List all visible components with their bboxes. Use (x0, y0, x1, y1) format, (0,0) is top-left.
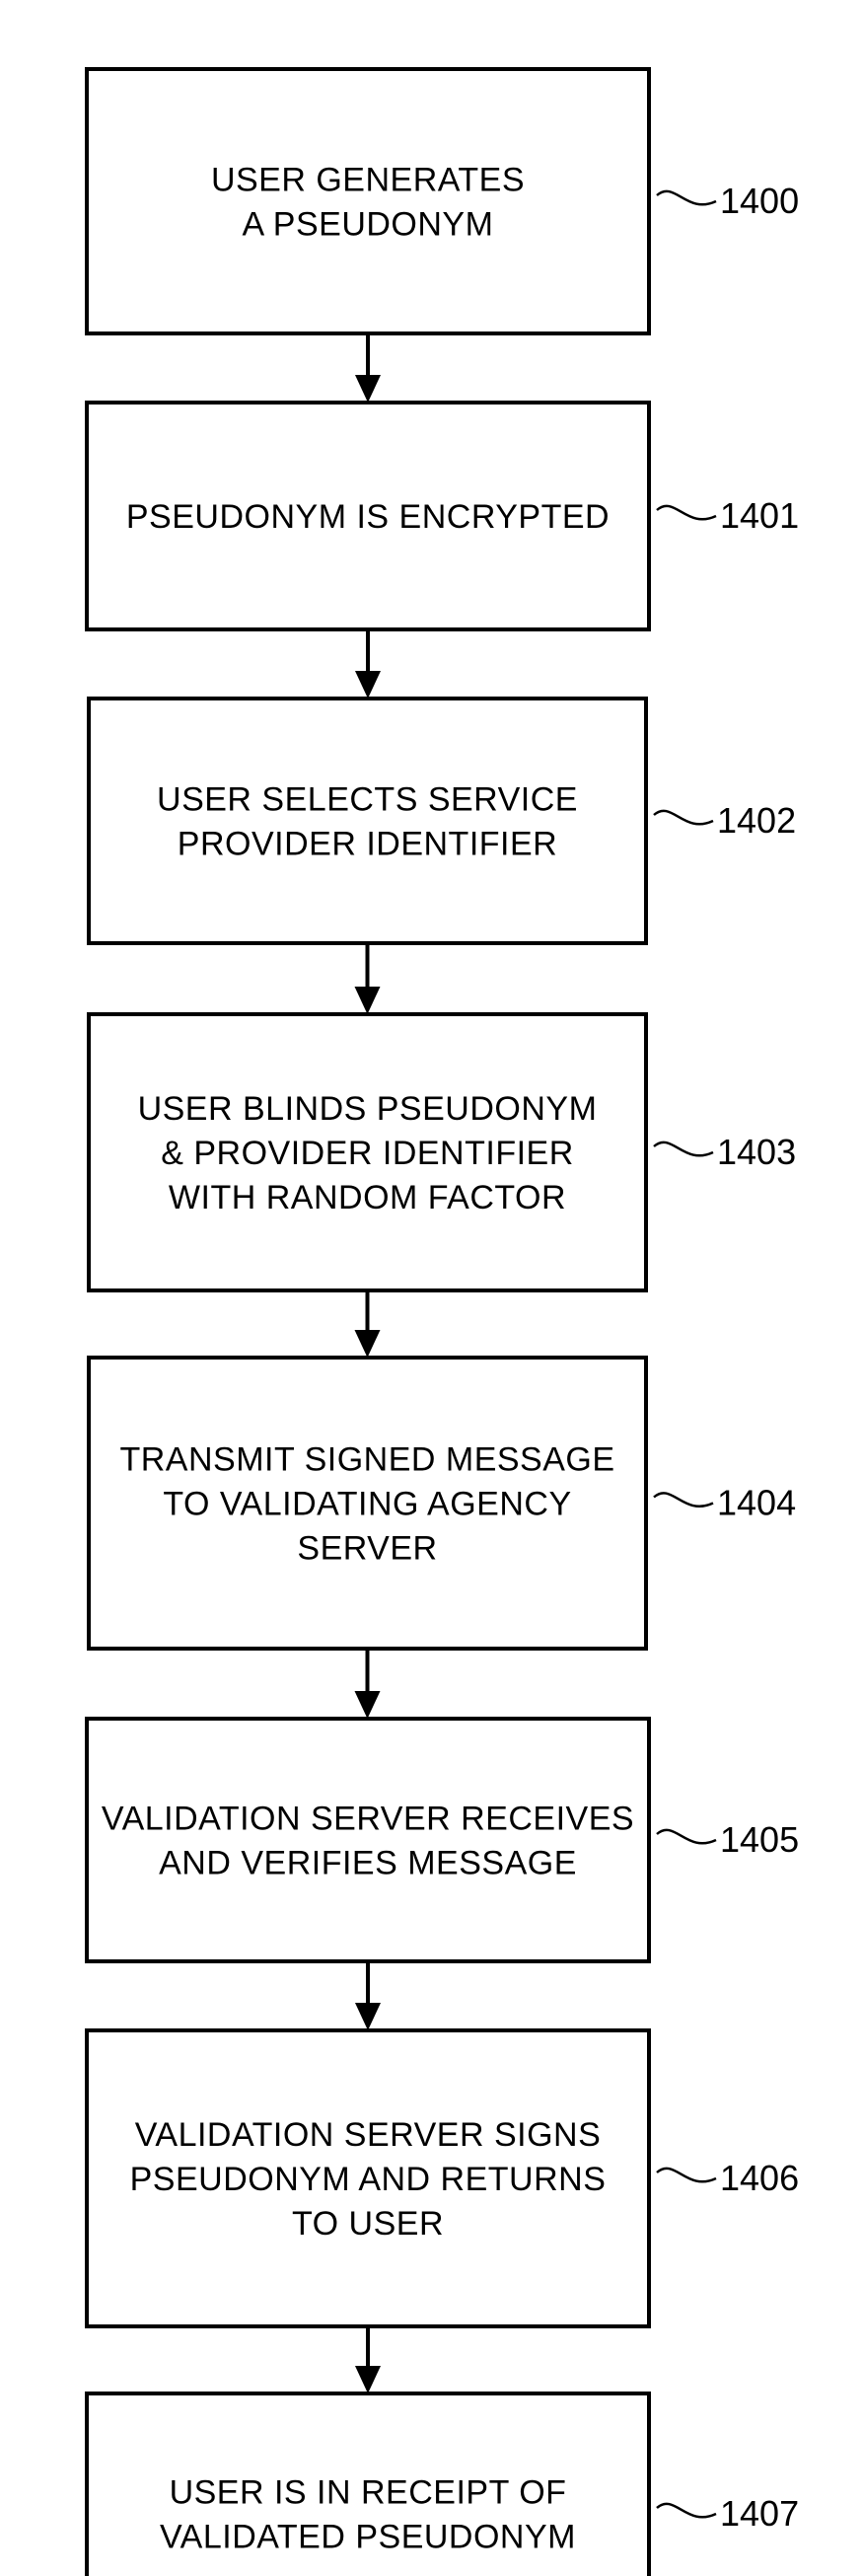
step-label-line: PSEUDONYM IS ENCRYPTED (126, 498, 610, 536)
step-label-line: VALIDATION SERVER SIGNS (135, 2116, 602, 2154)
reference-numeral: 1407 (720, 2493, 799, 2534)
step-label-line: A PSEUDONYM (243, 206, 494, 244)
arrow-head (355, 375, 381, 403)
step-label-line: AND VERIFIES MESSAGE (159, 1845, 577, 1882)
flow-arrow (354, 1649, 381, 1719)
leader-line (656, 504, 717, 521)
step-box-1406: VALIDATION SERVER SIGNS PSEUDONYM AND RET… (85, 2028, 651, 2328)
leader-line (656, 2167, 717, 2183)
step-box-1405: VALIDATION SERVER RECEIVES AND VERIFIES M… (85, 1717, 651, 1963)
arrow-head (354, 1330, 381, 1358)
step-box-1403: USER BLINDS PSEUDONYM & PROVIDER IDENTIFI… (87, 1012, 648, 1292)
arrow-head (355, 2003, 381, 2030)
step-box-border (85, 401, 651, 631)
step-label-line: USER IS IN RECEIPT OF (170, 2474, 567, 2512)
step-label-line: USER BLINDS PSEUDONYM (138, 1090, 598, 1128)
leader-line (653, 809, 714, 826)
step-label-line: SERVER (297, 1530, 437, 1568)
step-label-line: WITH RANDOM FACTOR (169, 1179, 566, 1216)
step-box-border (85, 2392, 651, 2576)
step-label-line: VALIDATION SERVER RECEIVES (102, 1801, 634, 1838)
step-box-1401: PSEUDONYM IS ENCRYPTED (85, 401, 651, 631)
step-label-line: PSEUDONYM AND RETURNS (130, 2161, 607, 2198)
flow-arrow (355, 629, 381, 699)
step-label-line: TRANSMIT SIGNED MESSAGE (119, 1441, 614, 1479)
flow-arrow (354, 1290, 381, 1358)
reference-numeral: 1402 (717, 800, 796, 841)
reference-numeral: 1405 (720, 1819, 799, 1860)
flow-arrow (355, 333, 381, 403)
flow-arrow (355, 2326, 381, 2393)
step-box-1407: USER IS IN RECEIPT OF VALIDATED PSEUDONYM (85, 2392, 651, 2576)
reference-numeral: 1403 (717, 1132, 796, 1172)
flow-arrow (355, 1961, 381, 2030)
step-label-line: USER SELECTS SERVICE (157, 781, 578, 819)
arrow-head (355, 671, 381, 699)
leader-line (656, 1828, 717, 1845)
leader-line (656, 189, 717, 206)
step-label-line: PROVIDER IDENTIFIER (178, 826, 557, 863)
step-label-line: USER GENERATES (211, 162, 525, 199)
step-box-border (85, 67, 651, 335)
step-box-1404: TRANSMIT SIGNED MESSAGE TO VALIDATING AGE… (87, 1356, 648, 1651)
leader-line (653, 1141, 714, 1157)
step-label-line: & PROVIDER IDENTIFIER (161, 1135, 574, 1172)
step-box-border (85, 1717, 651, 1963)
reference-numeral: 1404 (717, 1483, 796, 1523)
arrow-head (354, 987, 381, 1014)
step-label-line: VALIDATED PSEUDONYM (160, 2519, 576, 2556)
step-label-line: TO USER (292, 2205, 444, 2243)
reference-numeral: 1406 (720, 2158, 799, 2198)
step-label-line: TO VALIDATING AGENCY (163, 1486, 571, 1523)
leader-line (656, 2502, 717, 2519)
leader-line (653, 1492, 714, 1508)
step-box-1402: USER SELECTS SERVICE PROVIDER IDENTIFIER (87, 697, 648, 945)
arrow-head (355, 2366, 381, 2393)
step-box-border (87, 697, 648, 945)
reference-numeral: 1400 (720, 181, 799, 221)
step-box-border (87, 1012, 648, 1292)
arrow-head (354, 1691, 381, 1719)
step-box-border (85, 2028, 651, 2328)
flow-arrow (354, 943, 381, 1014)
step-box-1400: USER GENERATES A PSEUDONYM (85, 67, 651, 335)
reference-numeral: 1401 (720, 495, 799, 536)
